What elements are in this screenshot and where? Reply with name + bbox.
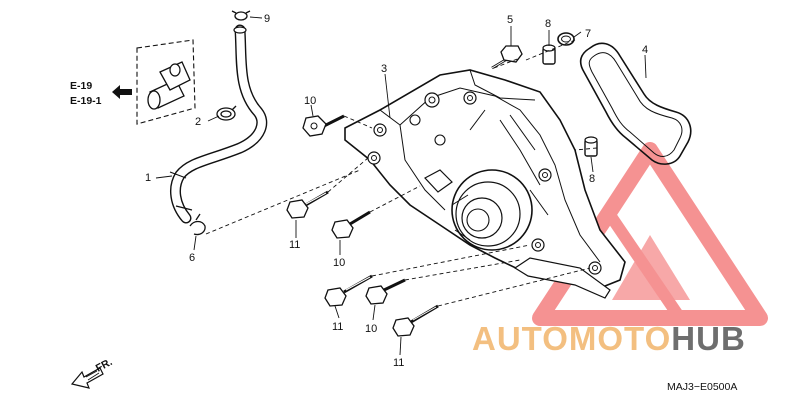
callout-8-lower: 8	[589, 173, 595, 185]
callout-10-c: 10	[365, 323, 377, 335]
hose-clip-6	[189, 213, 206, 236]
reference-e19-1: E-19-1	[70, 95, 102, 107]
callout-labels: 1 2 3 4 5 6 7 8 8 9 10 10 10 11 11 11	[145, 13, 648, 369]
callout-10-a: 10	[304, 95, 316, 107]
gasket-part	[579, 42, 692, 165]
callout-11-c: 11	[393, 357, 404, 369]
bolt-10-c	[365, 278, 406, 305]
bolt-11-a	[286, 190, 329, 219]
watermark-part-1: AUTOMOTO	[472, 320, 671, 357]
leader-lines	[155, 16, 647, 356]
section-reference: E-19 E-19-1	[70, 80, 132, 107]
callout-3: 3	[381, 63, 387, 75]
callout-5: 5	[507, 14, 513, 26]
dowel-pin-lower	[584, 136, 598, 157]
callout-4: 4	[642, 44, 648, 56]
pipe-connector-part	[136, 39, 196, 125]
diagram-code: MAJ3−E0500A	[667, 381, 737, 393]
callout-6: 6	[189, 252, 195, 264]
watermark-text: AUTOMOTOHUB	[472, 320, 746, 357]
callout-9: 9	[264, 13, 270, 25]
svg-text:AUTOMOTOHUB: AUTOMOTOHUB	[472, 320, 746, 357]
front-direction-marker: FR.	[70, 356, 115, 389]
water-hose-part	[169, 24, 268, 224]
callout-2: 2	[195, 116, 201, 128]
callout-11-a: 11	[289, 239, 300, 251]
callout-10-b: 10	[333, 257, 345, 269]
callout-7: 7	[585, 28, 591, 40]
front-arrow-icon	[70, 367, 104, 389]
callout-8-upper: 8	[545, 18, 551, 30]
hose-clip-9	[231, 10, 251, 21]
watermark-part-2: HUB	[671, 320, 746, 357]
callout-11-b: 11	[332, 321, 343, 333]
water-pump-cover-part	[344, 69, 626, 299]
reference-arrow-icon	[112, 85, 132, 99]
bolt-5	[491, 45, 523, 70]
bolt-11-b	[324, 274, 373, 307]
bolt-11-c	[392, 304, 439, 337]
dowel-pin-upper	[542, 44, 556, 65]
reference-e19: E-19	[70, 80, 92, 92]
bolt-10-a	[302, 114, 345, 137]
callout-1: 1	[145, 172, 151, 184]
bolt-10-b	[331, 210, 371, 239]
hose-clip-2	[216, 105, 237, 121]
o-ring-part	[557, 32, 575, 46]
front-label: FR.	[94, 356, 115, 375]
